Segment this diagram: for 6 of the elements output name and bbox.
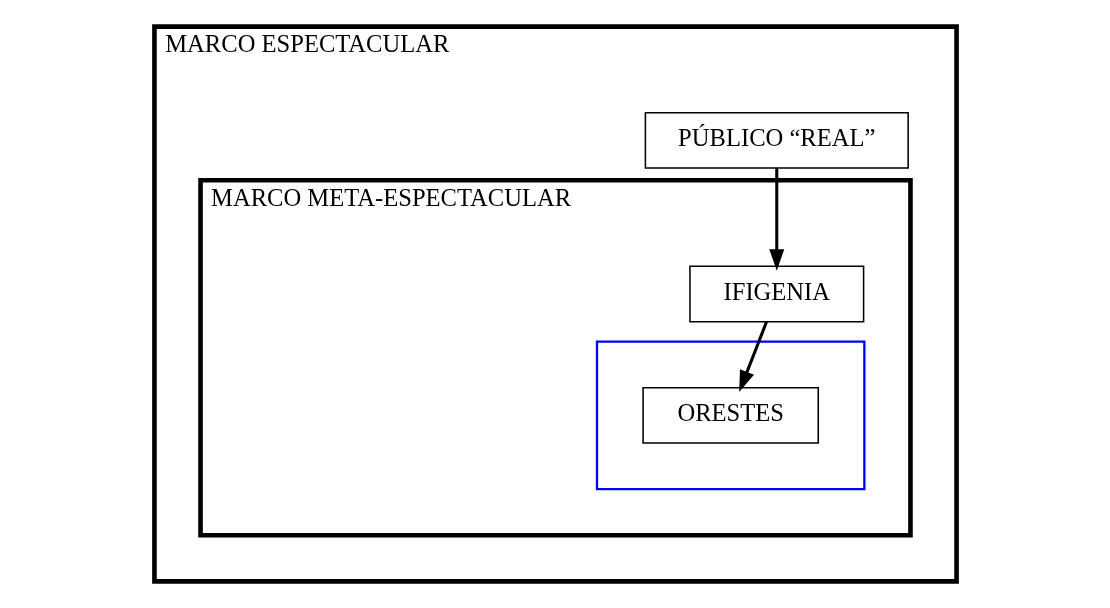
arrow xyxy=(738,321,768,392)
node-box: ORESTES xyxy=(641,387,819,444)
arrow xyxy=(768,168,784,271)
node-box: PÚBLICO “REAL” xyxy=(644,111,909,169)
cluster xyxy=(595,340,865,491)
node-box: IFIGENIA xyxy=(688,265,864,323)
